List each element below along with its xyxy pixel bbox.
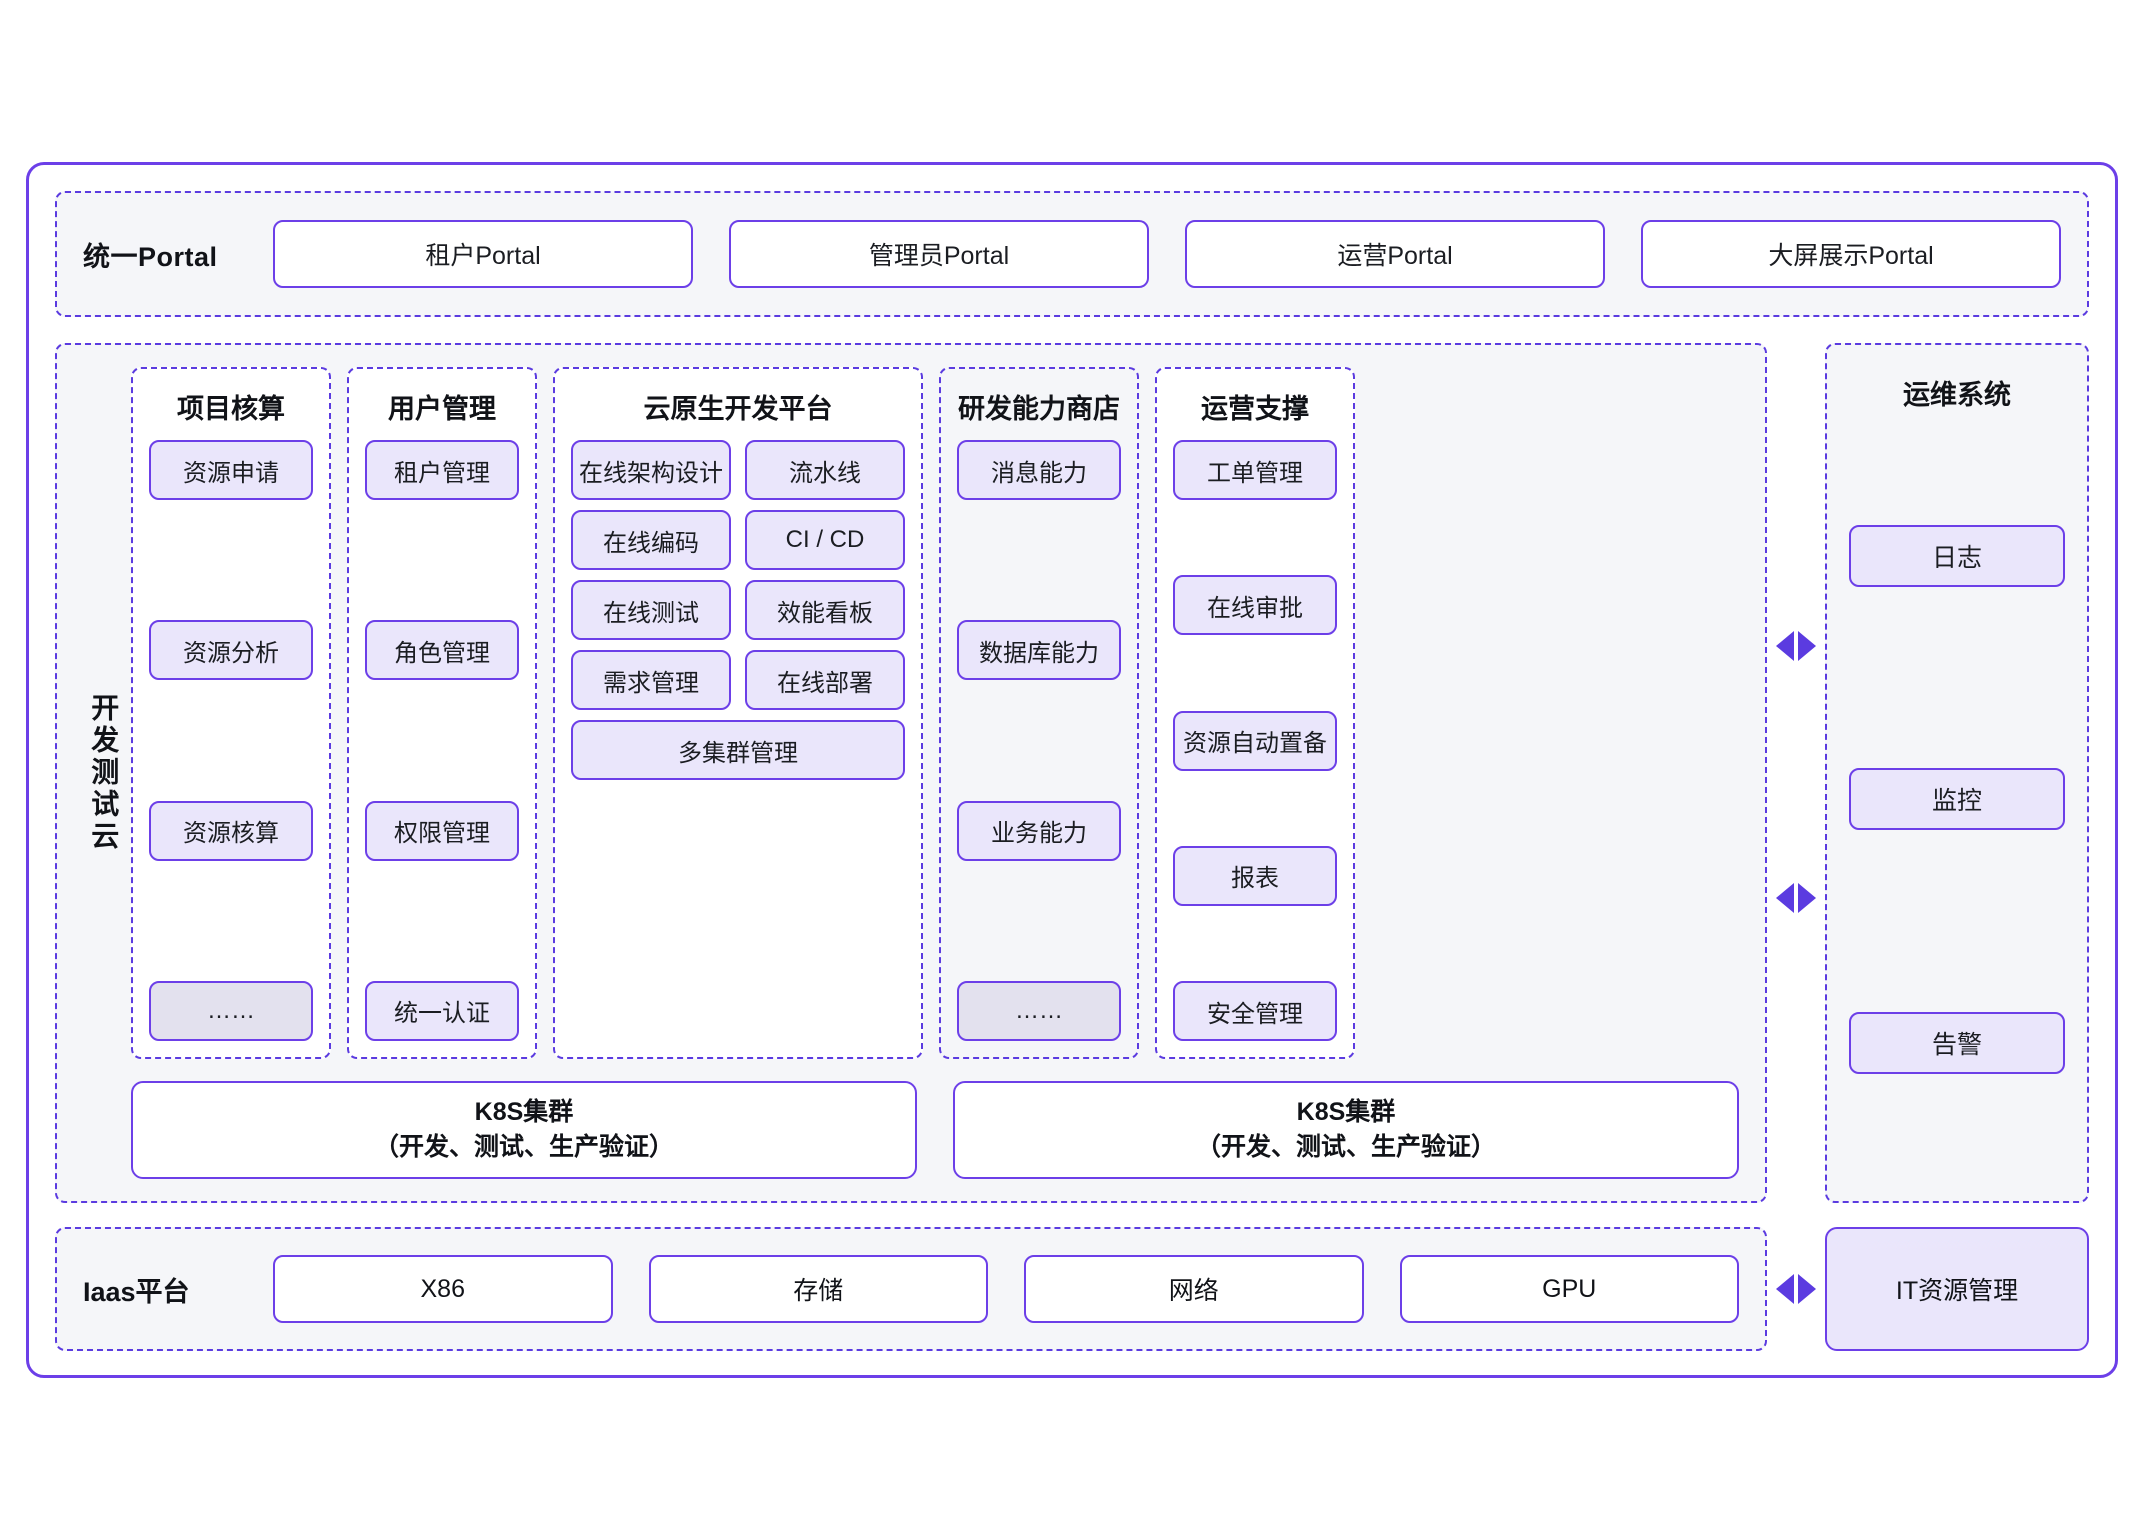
portal-section: 统一Portal 租户Portal 管理员Portal 运营Portal 大屏展… <box>55 191 2089 317</box>
portal-box-tenant[interactable]: 租户Portal <box>273 220 693 288</box>
column-project-accounting: 项目核算 资源申请 资源分析 资源核算 …… <box>131 367 331 1059</box>
arrow-left-icon <box>1776 1274 1794 1304</box>
chip-tenant-management[interactable]: 租户管理 <box>365 440 519 500</box>
k8s-cluster-box-2-line1: K8S集群 <box>1296 1097 1396 1126</box>
k8s-cluster-box-1-line1: K8S集群 <box>474 1097 574 1126</box>
column-items-cloud-native-platform: 在线架构设计 流水线 在线编码 CI / CD 在线测试 效能看板 <box>571 440 905 1041</box>
architecture-diagram: 统一Portal 租户Portal 管理员Portal 运营Portal 大屏展… <box>26 162 2118 1378</box>
portal-box-operate[interactable]: 运营Portal <box>1185 220 1605 288</box>
chip-online-testing[interactable]: 在线测试 <box>571 580 731 640</box>
column-rnd-capability-store: 研发能力商店 消息能力 数据库能力 业务能力 …… <box>939 367 1139 1059</box>
iaas-box-storage[interactable]: 存储 <box>648 1255 988 1323</box>
chip-resource-analysis[interactable]: 资源分析 <box>149 620 313 681</box>
arrow-right-icon <box>1798 1274 1816 1304</box>
iaas-platform-section: Iaas平台 X86 存储 网络 GPU <box>55 1227 1767 1351</box>
column-title-user-management: 用户管理 <box>388 394 496 424</box>
portal-box-admin[interactable]: 管理员Portal <box>729 220 1149 288</box>
column-items-rnd-capability-store: 消息能力 数据库能力 业务能力 …… <box>957 440 1121 1041</box>
column-title-project-accounting: 项目核算 <box>177 394 285 424</box>
arrow-right-icon <box>1798 883 1816 913</box>
cloud-native-row-1: 在线架构设计 流水线 <box>571 440 905 500</box>
chip-unified-auth[interactable]: 统一认证 <box>365 980 519 1041</box>
portal-section-label: 统一Portal <box>83 241 218 272</box>
portal-box-list: 租户Portal 管理员Portal 运营Portal 大屏展示Portal <box>273 220 2061 288</box>
arrow-left-icon <box>1776 631 1794 661</box>
chip-role-management[interactable]: 角色管理 <box>365 620 519 681</box>
chip-monitoring[interactable]: 监控 <box>1849 768 2065 831</box>
k8s-cluster-row: K8S集群 （开发、测试、生产验证） K8S集群 （开发、测试、生产验证） <box>131 1081 1739 1179</box>
iaas-platform-label: Iaas平台 <box>83 1276 190 1307</box>
chip-pipeline[interactable]: 流水线 <box>745 440 905 500</box>
it-resource-management-box[interactable]: IT资源管理 <box>1825 1227 2089 1351</box>
iaas-box-gpu[interactable]: GPU <box>1399 1255 1739 1323</box>
k8s-cluster-box-2[interactable]: K8S集群 （开发、测试、生产验证） <box>953 1081 1739 1179</box>
portal-box-display[interactable]: 大屏展示Portal <box>1641 220 2061 288</box>
iaas-it-connector-column <box>1767 1227 1825 1351</box>
chip-efficiency-dashboard[interactable]: 效能看板 <box>745 580 905 640</box>
chip-ticket-management[interactable]: 工单管理 <box>1173 440 1337 500</box>
chip-ci-cd[interactable]: CI / CD <box>745 510 905 570</box>
iaas-box-list: X86 存储 网络 GPU <box>273 1255 1739 1323</box>
bidirectional-arrow-icon-bottom <box>1776 883 1816 913</box>
iaas-box-x86[interactable]: X86 <box>273 1255 613 1323</box>
chip-auto-resource-provisioning[interactable]: 资源自动置备 <box>1173 710 1337 771</box>
chip-requirement-management[interactable]: 需求管理 <box>571 650 731 710</box>
chip-resource-accounting[interactable]: 资源核算 <box>149 800 313 861</box>
chip-permission-management[interactable]: 权限管理 <box>365 800 519 861</box>
middle-row: 开发测试云 项目核算 资源申请 资源分析 资源核算 …… <box>55 343 2089 1203</box>
chip-message-capability[interactable]: 消息能力 <box>957 440 1121 500</box>
column-items-user-management: 租户管理 角色管理 权限管理 统一认证 <box>365 440 519 1041</box>
chip-business-capability[interactable]: 业务能力 <box>957 800 1121 861</box>
chip-more-project-accounting[interactable]: …… <box>149 980 313 1041</box>
cloud-native-row-3: 在线测试 效能看板 <box>571 580 905 640</box>
chip-database-capability[interactable]: 数据库能力 <box>957 620 1121 681</box>
column-items-operation-support: 工单管理 在线审批 资源自动置备 报表 安全管理 <box>1173 440 1337 1041</box>
column-title-operation-support: 运营支撑 <box>1201 394 1309 424</box>
column-operation-support: 运营支撑 工单管理 在线审批 资源自动置备 报表 安全管理 <box>1155 367 1355 1059</box>
chip-report[interactable]: 报表 <box>1173 845 1337 906</box>
k8s-cluster-box-1-line2: （开发、测试、生产验证） <box>373 1133 674 1161</box>
column-title-rnd-capability-store: 研发能力商店 <box>958 394 1120 424</box>
ops-system-items: 日志 监控 告警 <box>1849 412 2065 1171</box>
k8s-cluster-box-1[interactable]: K8S集群 （开发、测试、生产验证） <box>131 1081 917 1179</box>
chip-resource-apply[interactable]: 资源申请 <box>149 440 313 500</box>
dev-test-cloud-body: 项目核算 资源申请 资源分析 资源核算 …… 用户管理 租户管理 <box>131 367 1739 1179</box>
bidirectional-arrow-icon-top <box>1776 631 1816 661</box>
arrow-right-icon <box>1798 631 1816 661</box>
cloud-native-row-4: 需求管理 在线部署 <box>571 650 905 710</box>
ops-system-panel: 运维系统 日志 监控 告警 <box>1825 343 2089 1203</box>
dev-test-cloud-side-label: 开发测试云 <box>75 367 131 1179</box>
chip-multi-cluster-management[interactable]: 多集群管理 <box>571 720 905 780</box>
capability-columns: 项目核算 资源申请 资源分析 资源核算 …… 用户管理 租户管理 <box>131 367 1739 1059</box>
column-title-cloud-native-platform: 云原生开发平台 <box>643 394 833 424</box>
chip-security-management[interactable]: 安全管理 <box>1173 981 1337 1041</box>
chip-more-rnd-capability-store[interactable]: …… <box>957 980 1121 1041</box>
dev-test-cloud-side-label-text: 开发测试云 <box>88 693 120 853</box>
dev-test-cloud-panel: 开发测试云 项目核算 资源申请 资源分析 资源核算 …… <box>55 343 1767 1203</box>
column-cloud-native-platform: 云原生开发平台 在线架构设计 流水线 在线编码 CI / CD <box>553 367 923 1059</box>
ops-system-title: 运维系统 <box>1903 380 2011 410</box>
column-items-project-accounting: 资源申请 资源分析 资源核算 …… <box>149 440 313 1041</box>
cloud-native-row-2: 在线编码 CI / CD <box>571 510 905 570</box>
cloud-ops-connector-column <box>1767 343 1825 1203</box>
chip-online-architecture-design[interactable]: 在线架构设计 <box>571 440 731 500</box>
iaas-box-network[interactable]: 网络 <box>1024 1255 1364 1323</box>
arrow-left-icon <box>1776 883 1794 913</box>
iaas-row: Iaas平台 X86 存储 网络 GPU IT资源管理 <box>55 1227 2089 1351</box>
chip-online-deployment[interactable]: 在线部署 <box>745 650 905 710</box>
column-user-management: 用户管理 租户管理 角色管理 权限管理 统一认证 <box>347 367 537 1059</box>
k8s-cluster-box-2-line2: （开发、测试、生产验证） <box>1195 1133 1496 1161</box>
chip-alarm[interactable]: 告警 <box>1849 1012 2065 1075</box>
chip-log[interactable]: 日志 <box>1849 524 2065 587</box>
bidirectional-arrow-icon-iaas <box>1776 1274 1816 1304</box>
chip-online-coding[interactable]: 在线编码 <box>571 510 731 570</box>
chip-online-approval[interactable]: 在线审批 <box>1173 575 1337 636</box>
